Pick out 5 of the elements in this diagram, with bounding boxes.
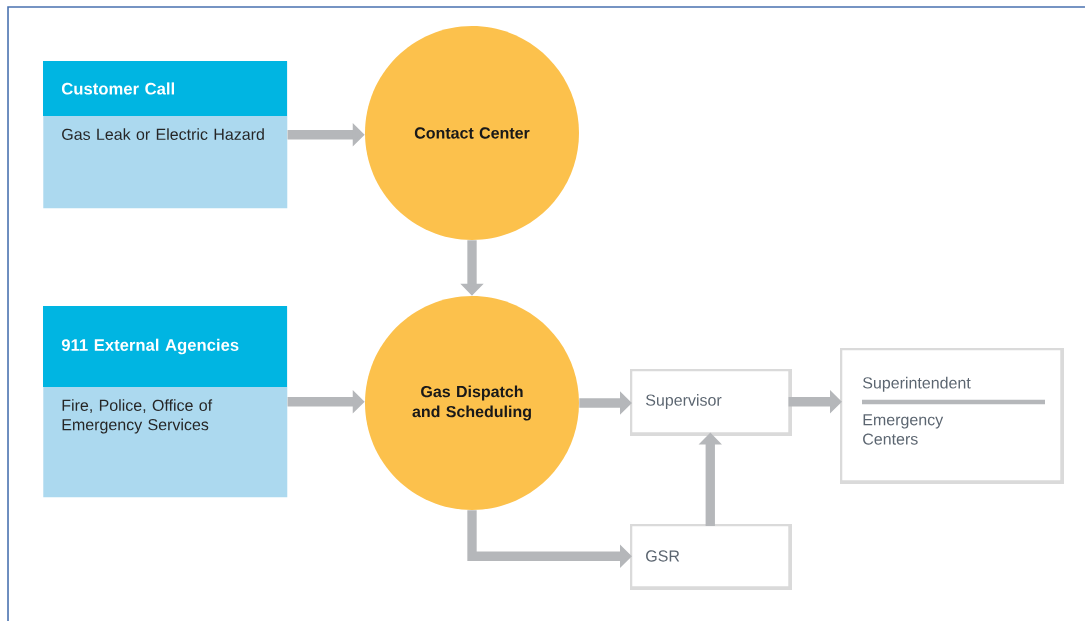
role-box: Supervisor (630, 369, 792, 436)
category-box: Customer Call Gas Leak or Electric Hazard (43, 61, 288, 209)
role-box: Superintendent Emergency Centers (840, 348, 1064, 484)
category-box: 911 External Agencies Fire, Police, Office of Emergency Services (43, 306, 288, 498)
role-box: GSR (630, 524, 792, 590)
